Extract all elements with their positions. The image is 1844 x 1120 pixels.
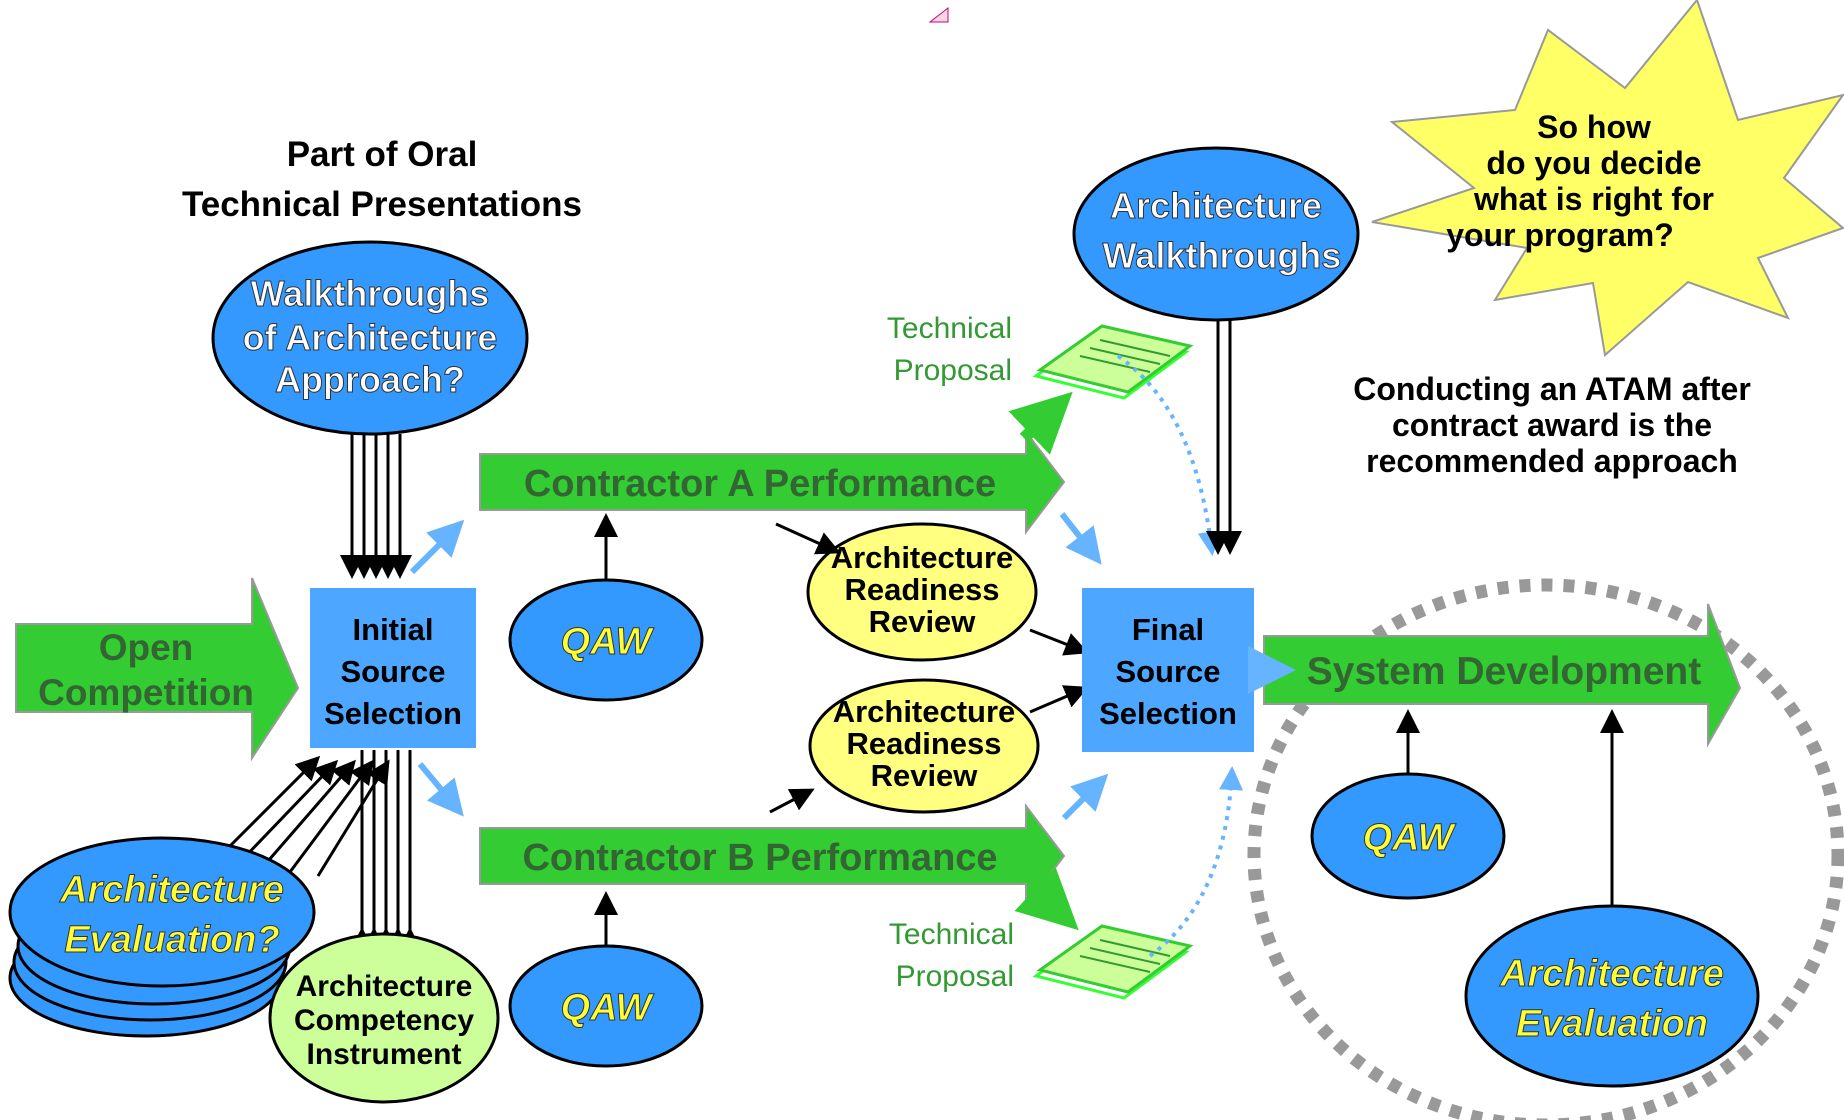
svg-text:Selection: Selection bbox=[324, 696, 462, 731]
svg-text:Technical: Technical bbox=[889, 918, 1014, 951]
initial-source-selection-box: Initial Source Selection bbox=[310, 588, 476, 748]
svg-text:Instrument: Instrument bbox=[306, 1038, 461, 1071]
svg-text:Evaluation: Evaluation bbox=[1516, 1003, 1708, 1045]
technical-proposal-a-label: Technical Proposal bbox=[887, 312, 1012, 387]
readiness-review-a-ellipse: Architecture Readiness Review bbox=[806, 522, 1038, 662]
contractor-a-performance-arrow: Contractor A Performance bbox=[479, 429, 1066, 535]
svg-text:Technical: Technical bbox=[887, 312, 1012, 345]
svg-text:Architecture: Architecture bbox=[296, 970, 473, 1003]
proposal-b-to-final-dotted-arrow bbox=[1148, 766, 1244, 958]
svg-text:Evaluation?: Evaluation? bbox=[64, 919, 279, 961]
svg-text:contract award is the: contract award is the bbox=[1392, 407, 1712, 443]
svg-text:Selection: Selection bbox=[1099, 696, 1237, 731]
competency-instrument-ellipse: Architecture Competency Instrument bbox=[268, 932, 500, 1104]
svg-text:Walkthroughs: Walkthroughs bbox=[251, 273, 490, 314]
contractor-b-to-proposal-arrow bbox=[1014, 867, 1079, 931]
svg-text:Source: Source bbox=[1115, 654, 1220, 689]
svg-text:Competition: Competition bbox=[38, 672, 254, 713]
svg-text:Contractor B Performance: Contractor B Performance bbox=[522, 837, 997, 879]
svg-text:Review: Review bbox=[871, 758, 979, 793]
proposal-a-to-final-dotted-arrow bbox=[1116, 354, 1222, 556]
oral-presentations-heading: Part of Oral Technical Presentations bbox=[182, 135, 582, 224]
svg-text:Part of Oral: Part of Oral bbox=[287, 135, 478, 174]
contractor-b-to-final-arrow bbox=[1061, 773, 1109, 821]
svg-text:Architecture: Architecture bbox=[831, 540, 1014, 575]
qaw-contractor-a-ellipse: QAW bbox=[508, 578, 704, 702]
svg-text:Conducting an ATAM after: Conducting an ATAM after bbox=[1353, 371, 1751, 407]
atam-recommendation-note: Conducting an ATAM after contract award … bbox=[1353, 371, 1751, 479]
evaluation-to-selection-arrows bbox=[218, 755, 390, 877]
svg-text:Architecture: Architecture bbox=[833, 694, 1016, 729]
svg-text:Architecture: Architecture bbox=[1499, 953, 1724, 995]
svg-text:QAW: QAW bbox=[561, 621, 655, 663]
svg-text:Initial: Initial bbox=[353, 612, 434, 647]
svg-text:Contractor A Performance: Contractor A Performance bbox=[524, 463, 996, 505]
svg-text:recommended approach: recommended approach bbox=[1366, 443, 1738, 479]
architecture-evaluation-stack: Architecture Evaluation? bbox=[8, 836, 316, 1038]
proposal-document-a-icon bbox=[1032, 324, 1194, 400]
svg-text:QAW: QAW bbox=[561, 987, 655, 1029]
contractor-a-to-proposal-arrow bbox=[1008, 391, 1073, 455]
svg-text:Readiness: Readiness bbox=[846, 726, 1001, 761]
svg-text:Architecture: Architecture bbox=[1110, 185, 1322, 226]
svg-text:what is right for: what is right for bbox=[1473, 181, 1714, 217]
initial-to-contractor-a-arrow bbox=[409, 519, 465, 575]
svg-text:do you decide: do you decide bbox=[1486, 145, 1701, 181]
svg-text:Walkthroughs: Walkthroughs bbox=[1103, 235, 1342, 276]
svg-text:So how: So how bbox=[1537, 109, 1651, 145]
svg-text:Review: Review bbox=[869, 604, 977, 639]
svg-text:Proposal: Proposal bbox=[894, 354, 1012, 387]
initial-to-contractor-b-arrow bbox=[417, 762, 464, 817]
svg-text:Approach?: Approach? bbox=[275, 359, 465, 400]
decorative-triangle bbox=[928, 6, 949, 23]
contractor-b-performance-arrow: Contractor B Performance bbox=[479, 803, 1066, 909]
svg-text:Technical Presentations: Technical Presentations bbox=[182, 185, 582, 224]
dashed-focus-circle bbox=[1247, 578, 1844, 1120]
svg-text:Competency: Competency bbox=[294, 1004, 474, 1037]
competency-to-selection-arrows bbox=[350, 750, 422, 951]
svg-text:Readiness: Readiness bbox=[844, 572, 999, 607]
architecture-walkthroughs-ellipse: Architecture Walkthroughs bbox=[1072, 146, 1360, 322]
architecture-evaluation-ellipse: Architecture Evaluation bbox=[1464, 904, 1760, 1088]
svg-text:Proposal: Proposal bbox=[896, 960, 1014, 993]
proposal-document-b-icon bbox=[1032, 924, 1194, 1000]
svg-text:Final: Final bbox=[1132, 612, 1204, 647]
svg-text:System Development: System Development bbox=[1307, 650, 1701, 693]
open-competition-arrow: Open Competition bbox=[15, 577, 300, 762]
walkthrough-to-selection-arrows bbox=[340, 434, 412, 579]
walkthroughs-approach-ellipse: Walkthroughs of Architecture Approach? bbox=[211, 240, 529, 436]
decision-starburst: So how do you decide what is right for y… bbox=[1371, 0, 1844, 357]
technical-proposal-b-label: Technical Proposal bbox=[889, 918, 1014, 993]
svg-text:Source: Source bbox=[340, 654, 445, 689]
walkthroughs-to-final-arrows bbox=[1206, 320, 1242, 555]
review-connector-arrows bbox=[769, 522, 1089, 814]
svg-text:Architecture: Architecture bbox=[59, 869, 284, 911]
svg-text:QAW: QAW bbox=[1363, 817, 1457, 859]
contractor-a-to-final-arrow bbox=[1059, 512, 1102, 565]
system-development-arrow: System Development bbox=[1248, 603, 1742, 748]
readiness-review-b-ellipse: Architecture Readiness Review bbox=[808, 678, 1040, 814]
svg-text:your program?: your program? bbox=[1446, 217, 1674, 253]
qaw-system-development-ellipse: QAW bbox=[1310, 772, 1506, 900]
final-source-selection-box: Final Source Selection bbox=[1082, 588, 1254, 752]
qaw-contractor-b-ellipse: QAW bbox=[508, 944, 704, 1068]
svg-text:of Architecture: of Architecture bbox=[243, 317, 498, 358]
svg-text:Open: Open bbox=[99, 627, 194, 668]
